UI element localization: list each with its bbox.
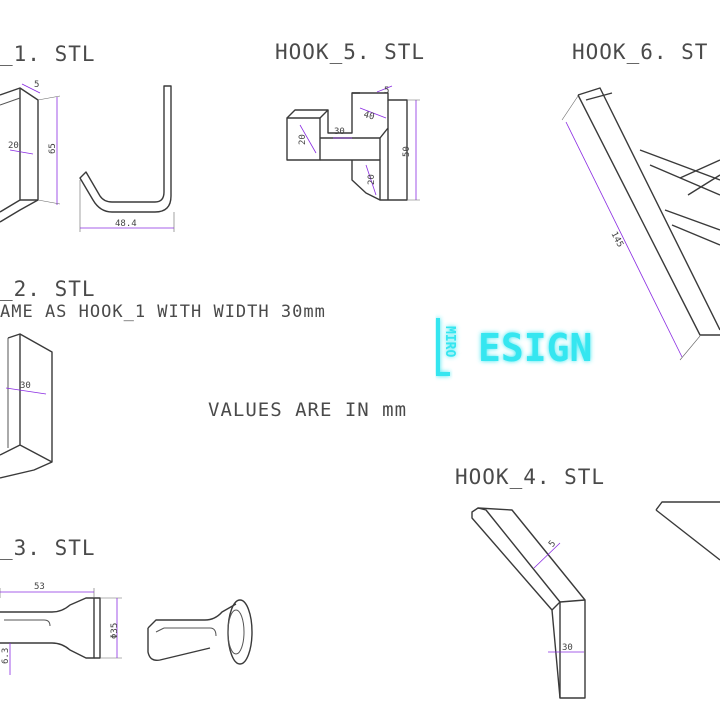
miro-design-logo: MIRO ESIGN	[432, 312, 632, 382]
hook-4-view: 5 30	[471, 501, 720, 699]
hook-3-iso-view	[147, 599, 253, 665]
h3-small-dim: 6.3	[1, 648, 11, 664]
h1-height-dim: 65	[48, 143, 58, 154]
units-note: VALUES ARE IN mm	[208, 399, 408, 421]
hook-5-view: 5 40 30 20 20 50	[286, 85, 420, 201]
hook-1-side-view: 48.4	[79, 85, 175, 232]
logo-vertical-text: MIRO	[442, 326, 457, 357]
h5-left-dim: 20	[298, 134, 308, 145]
h4-thick-dim: 5	[547, 539, 558, 550]
title-hook-3: _3. STL	[0, 536, 96, 560]
h1-top-dim: 5	[34, 80, 39, 90]
h5-top-dim: 5	[384, 86, 389, 96]
title-hook-4: HOOK_4. STL	[455, 465, 606, 489]
note-hook-2: AME AS HOOK_1 WITH WIDTH 30mm	[0, 302, 326, 322]
title-hook-6: HOOK_6. ST	[572, 40, 709, 64]
h5-thirty-dim: 30	[334, 127, 345, 137]
h1-width-dim: 48.4	[115, 219, 137, 229]
h3-dia-dim: Φ35	[110, 623, 120, 639]
h5-lower-dim: 20	[367, 174, 377, 185]
h5-height-dim: 50	[402, 146, 412, 157]
hook-3-front-view: 53 Φ35 6.3	[0, 582, 122, 675]
h3-length-dim: 53	[34, 582, 45, 592]
hook-2-view: 30	[0, 333, 53, 479]
h5-forty-dim: 40	[362, 110, 375, 122]
logo-mark: MIRO ESIGN	[436, 318, 592, 376]
title-hook-5: HOOK_5. STL	[275, 40, 426, 64]
logo-word: ESIGN	[478, 326, 592, 370]
h4-width-dim: 30	[562, 643, 573, 653]
title-hook-1: _1. STL	[0, 42, 96, 66]
hook-1-iso-view: 5 20 65	[0, 80, 61, 223]
title-hook-2: _2. STL	[0, 277, 96, 301]
h2-width-dim: 30	[20, 381, 31, 391]
h1-mid-dim: 20	[8, 141, 19, 151]
h6-length-dim: 145	[608, 230, 624, 249]
